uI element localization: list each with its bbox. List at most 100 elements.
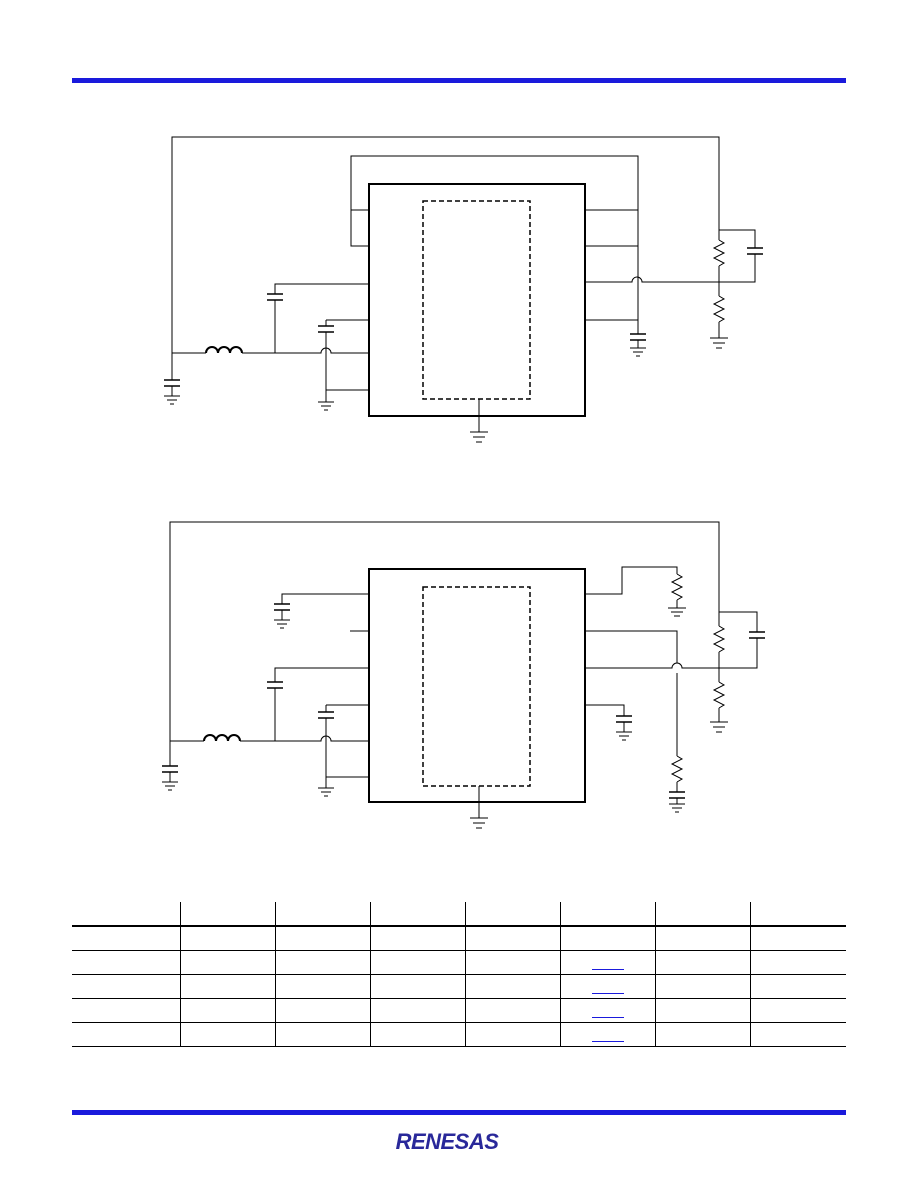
ground-symbol — [668, 607, 686, 617]
ic-package — [368, 183, 586, 417]
table-cell — [179, 998, 276, 1023]
capacitor — [749, 631, 765, 639]
resistor — [712, 239, 726, 267]
table-cell — [274, 926, 371, 951]
table-header-row — [72, 902, 846, 927]
renesas-logo[interactable]: RENESAS — [372, 1129, 522, 1153]
table-cell — [72, 998, 180, 1023]
table-cell — [655, 926, 751, 951]
inductor — [203, 734, 241, 742]
datasheet-link[interactable] — [592, 993, 625, 994]
table-cell — [274, 998, 371, 1023]
table-cell — [179, 1022, 276, 1047]
table-cell — [464, 950, 561, 975]
exposed-pad — [422, 200, 531, 400]
table-cell — [655, 974, 751, 999]
table-header-cell — [179, 902, 276, 927]
ground-symbol — [470, 817, 488, 829]
table-cell — [179, 974, 276, 999]
table-header-cell — [369, 902, 466, 927]
table-cell — [464, 926, 561, 951]
table-cell — [369, 926, 466, 951]
table-cell — [750, 950, 846, 975]
svg-text:RENESAS: RENESAS — [396, 1129, 500, 1153]
table-cell — [72, 974, 180, 999]
ground-symbol — [162, 781, 178, 791]
ground-symbol — [616, 731, 632, 741]
pin-loop-trace — [350, 209, 369, 247]
schematic-figure-1 — [164, 136, 763, 443]
ground-symbol — [318, 787, 334, 797]
capacitor — [162, 765, 178, 773]
resistor — [670, 755, 684, 783]
table-cell — [72, 1022, 180, 1047]
feedback-trace — [169, 521, 720, 741]
ground-symbol — [164, 395, 180, 405]
footer-rule — [72, 1110, 846, 1115]
table-cell — [179, 926, 276, 951]
table-cell — [750, 998, 846, 1023]
table-cell — [464, 998, 561, 1023]
table-row — [72, 950, 846, 975]
table-cell-link[interactable] — [560, 974, 656, 999]
table-header-cell — [72, 902, 180, 927]
table-header-cell — [750, 902, 846, 927]
ground-symbol — [710, 337, 728, 349]
table-cell — [274, 950, 371, 975]
capacitor — [747, 247, 763, 255]
table-cell — [655, 998, 751, 1023]
resistor — [712, 625, 726, 653]
table-cell — [464, 974, 561, 999]
parameter-table — [72, 902, 846, 1047]
table-cell — [274, 974, 371, 999]
table-cell — [72, 926, 180, 951]
table-cell — [750, 974, 846, 999]
table-cell — [274, 1022, 371, 1047]
capacitor — [318, 325, 334, 333]
capacitor — [274, 603, 290, 611]
table-cell — [369, 998, 466, 1023]
datasheet-link[interactable] — [592, 1041, 625, 1042]
table-cell — [750, 1022, 846, 1047]
table-row — [72, 998, 846, 1023]
table-cell — [464, 1022, 561, 1047]
table-header-cell — [655, 902, 751, 927]
ground-symbol — [630, 347, 646, 357]
ground-symbol — [669, 803, 685, 813]
schematic-figure-2 — [162, 521, 765, 829]
capacitor — [164, 379, 180, 387]
datasheet-link[interactable] — [592, 969, 625, 970]
ic-package — [368, 568, 586, 803]
ground-symbol — [274, 619, 290, 629]
capacitor — [669, 791, 685, 799]
capacitor — [630, 333, 646, 341]
ground-symbol — [318, 401, 334, 411]
table-cell — [179, 950, 276, 975]
exposed-pad — [422, 586, 531, 787]
resistor — [712, 681, 726, 709]
table-header-cell — [274, 902, 371, 927]
table-cell — [655, 1022, 751, 1047]
capacitor — [267, 293, 283, 301]
table-row — [72, 1022, 846, 1047]
table-row — [72, 926, 846, 951]
resistor — [712, 295, 726, 323]
capacitor — [267, 681, 283, 689]
feedback-trace — [171, 136, 720, 353]
inductor — [205, 346, 243, 354]
datasheet-link[interactable] — [592, 1017, 625, 1018]
table-cell-link[interactable] — [560, 950, 656, 975]
table-cell — [560, 926, 656, 951]
table-cell-link[interactable] — [560, 998, 656, 1023]
table-cell — [369, 950, 466, 975]
capacitor — [318, 711, 334, 719]
table-row — [72, 974, 846, 999]
table-cell-link[interactable] — [560, 1022, 656, 1047]
table-header-cell — [560, 902, 656, 927]
resistor — [670, 573, 684, 601]
table-header-cell — [464, 902, 561, 927]
table-cell — [750, 926, 846, 951]
table-cell — [369, 974, 466, 999]
pin-top-loop — [350, 155, 639, 320]
